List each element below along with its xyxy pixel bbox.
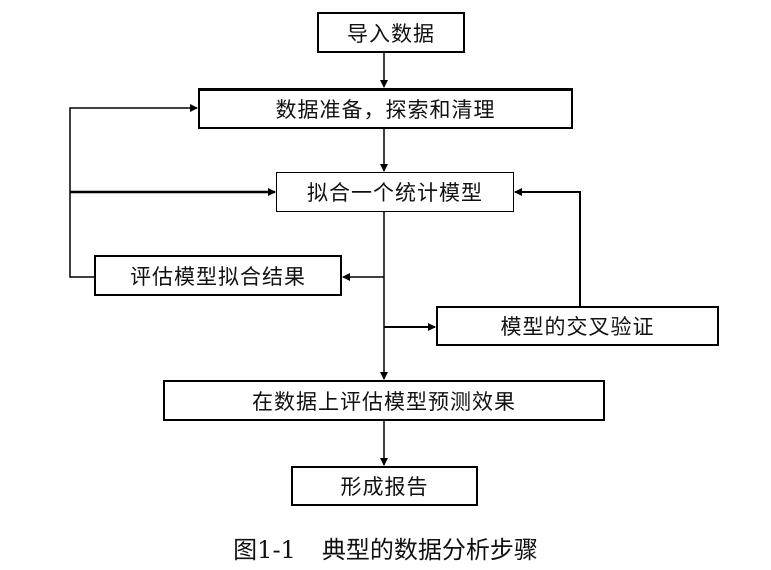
step-cross-validate: 模型的交叉验证 bbox=[436, 306, 719, 346]
loop-cross-validate-to-fit bbox=[514, 188, 581, 306]
step-evaluate-predict: 在数据上评估模型预测效果 bbox=[163, 380, 605, 421]
step-report: 形成报告 bbox=[291, 466, 478, 506]
step-prepare-data: 数据准备，探索和清理 bbox=[198, 88, 573, 129]
figure-caption: 图1-1 典型的数据分析步骤 bbox=[0, 530, 771, 565]
step-import-data: 导入数据 bbox=[317, 12, 465, 53]
step-evaluate-fit: 评估模型拟合结果 bbox=[94, 255, 342, 296]
figure-title: 典型的数据分析步骤 bbox=[321, 536, 538, 564]
step-fit-model: 拟合一个统计模型 bbox=[276, 172, 514, 212]
figure-number: 图1-1 bbox=[233, 536, 296, 564]
